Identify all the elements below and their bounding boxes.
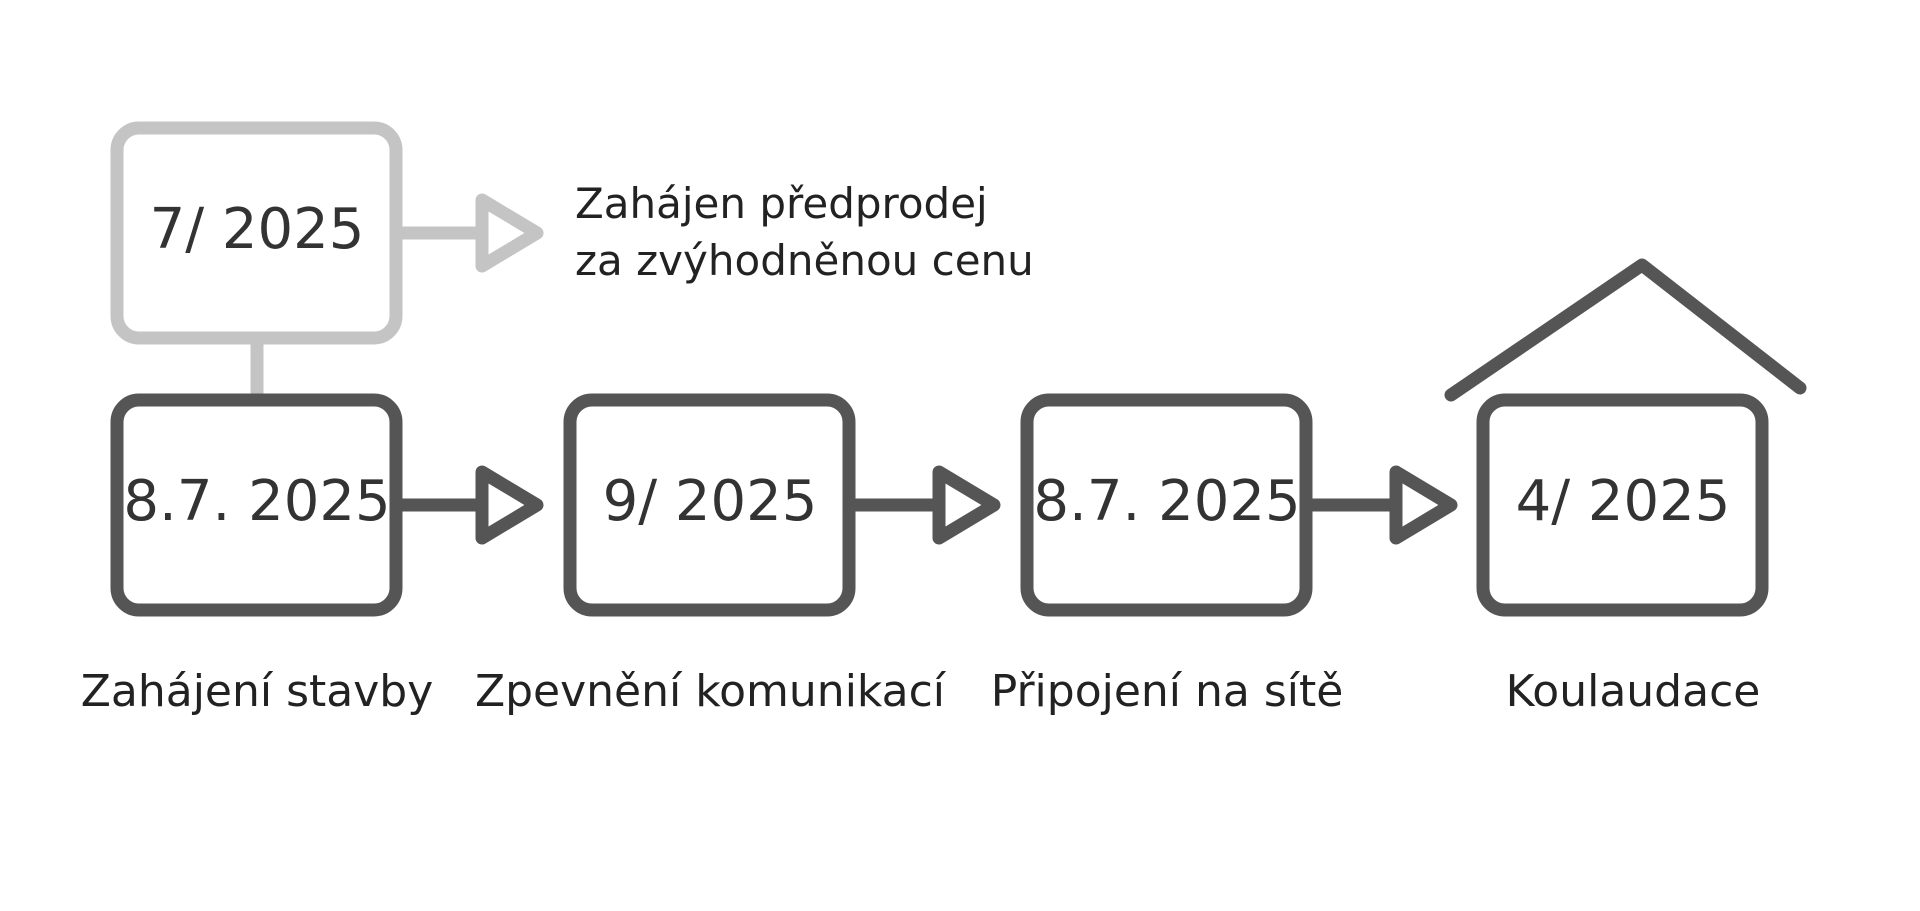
milestone-label-1: Zahájení stavby xyxy=(81,666,434,717)
milestone-label-2: Zpevnění komunikací xyxy=(475,666,947,717)
presale-note-line-2: za zvýhodněnou cenu xyxy=(575,236,1034,285)
milestone-label-4: Koulaudace xyxy=(1506,666,1761,717)
milestone-date-3: 8.7. 2025 xyxy=(1033,469,1300,534)
triangle-arrow-icon-3 xyxy=(1389,465,1458,545)
milestone-label-3: Připojení na sítě xyxy=(991,666,1344,717)
milestone-box-4 xyxy=(1476,393,1769,617)
presale-note-line-1: Zahájen předprodej xyxy=(575,179,988,228)
milestone-date-4: 4/ 2025 xyxy=(1516,469,1731,534)
presale-arrow-icon xyxy=(475,193,544,273)
house-roof-icon xyxy=(1444,258,1807,402)
triangle-arrow-icon-1 xyxy=(475,465,544,545)
milestone-date-1: 8.7. 2025 xyxy=(123,469,390,534)
triangle-arrow-icon-2 xyxy=(932,465,1001,545)
milestone-date-2: 9/ 2025 xyxy=(603,469,818,534)
presale-date: 7/ 2025 xyxy=(150,197,365,262)
